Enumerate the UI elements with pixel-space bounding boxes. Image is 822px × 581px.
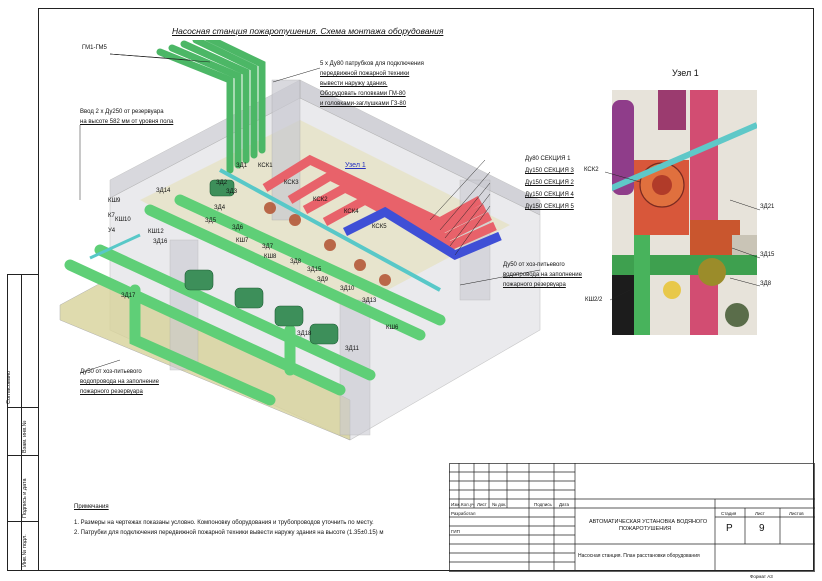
tb-stadia: Р [726,523,733,534]
format-label: Формат А3 [750,574,773,579]
valve-label: КШ10 [115,217,131,223]
tb-sheet-name: Насосная станция. План расстановки обору… [578,553,700,559]
tb-listov-label: Листов [789,511,804,516]
tb-col: Лист [477,502,487,507]
detail-label: ЗД21 [760,204,775,210]
callout-patrubki-2: передвижной пожарной техники [320,71,410,77]
callout-du50-left-1: Ду50 от хоз-питьевого [80,369,142,375]
callout-patrubki-4: Оборудовать головками ГМ-80 [320,91,406,97]
sidebar-inv: Инв.№ подл. [22,534,28,567]
valve-label: ЗД18 [297,331,312,337]
notes-heading: Примечания [74,504,109,510]
callout-du50-right-3: пожарного резервуара [503,282,566,288]
tb-col: Кол.уч [461,502,475,507]
valve-label: КСК2 [313,197,328,203]
tb-stadia-label: Стадия [721,511,737,516]
note-item: 2. Патрубки для подключения передвижной … [74,530,384,536]
isometric-pump-station [59,40,541,441]
valve-label: ЗД14 [156,188,171,194]
tb-col: № док. [492,502,507,507]
callout-section-1: Ду80 СЕКЦИЯ 1 [525,156,571,162]
detail-label: КСК2 [584,167,599,173]
valve-label: ЗД11 [345,346,359,352]
drawing-frame [38,8,814,571]
valve-label: КШ7 [236,238,249,244]
callout-vvod-2: на высоте 582 мм от уровня пола [80,119,174,125]
valve-label: КШ6 [386,325,399,331]
callout-du50-left-3: пожарного резервуара [80,389,143,395]
callout-patrubki-1: 5 х Ду80 патрубков для подключения [320,61,424,67]
valve-label: ЗД15 [307,267,322,273]
valve-label: ЗД2 [216,180,228,186]
valve-label: ЗД8 [290,259,302,265]
callout-node-1: Узел 1 [345,162,366,169]
valve-label: ЗД3 [226,189,238,195]
valve-label: ЗД1 [236,163,248,169]
title-block: Изм. Кол.уч Лист № док. Подпись Дата Раз… [449,463,815,572]
callout-vvod-1: Ввод 2 х Ду250 от резервуара [80,109,164,115]
callout-section-3: Ду150 СЕКЦИЯ 3 [525,168,574,174]
valve-label: ЗД9 [317,277,329,283]
valve-label: ЗД6 [232,225,244,231]
tb-razrab: Разработал [451,511,476,516]
tb-col: Дата [559,502,569,507]
callout-section-4: Ду150 СЕКЦИЯ 4 [525,192,574,198]
node-1-detail-view [612,90,757,335]
left-strip [7,274,38,571]
tb-col: Изм. [451,502,461,507]
valve-label: КШ9 [108,198,121,204]
note-item: 1. Размеры на чертежах показаны условно.… [74,520,374,526]
valve-label: КСК4 [344,209,359,215]
valve-label: КШ12 [148,229,164,235]
valve-label: У4 [108,228,116,234]
callout-section-2: Ду150 СЕКЦИЯ 2 [525,180,574,186]
tb-list: 9 [759,523,765,534]
callout-du50-left-2: водопровода на заполнение [80,379,159,385]
callout-gm: ГМ1-ГМ5 [82,45,107,51]
callout-du50-right-1: Ду50 от хоз-питьевого [503,262,565,268]
valve-label: КСК5 [372,224,387,230]
valve-label: ЗД10 [340,286,355,292]
callout-du50-right-2: водопровода на заполнение [503,272,582,278]
callout-patrubki-5: и головками-заглушками ГЗ-80 [320,101,407,107]
valve-label: ЗД7 [262,244,274,250]
valve-label: ЗД4 [214,205,226,211]
valve-label: КШ8 [264,254,277,260]
valve-label: КСК1 [258,163,273,169]
valve-label: ЗД13 [362,298,377,304]
sidebar-vzam: Взам. инв.№ [22,420,28,453]
detail-label: ЗД8 [760,281,772,287]
node-title: Узел 1 [672,68,699,78]
tb-col: Подпись [534,502,552,507]
callout-section-5: Ду150 СЕКЦИЯ 5 [525,204,574,210]
valve-label: ЗД16 [153,239,168,245]
valve-label: К7 [108,213,115,219]
sidebar-soglasovano: Согласовано [6,370,12,404]
detail-label: ЗД15 [760,252,775,258]
detail-label: КШ2/2 [585,297,603,303]
tb-gip: ГИП [451,529,460,534]
tb-project-1: АВТОМАТИЧЕСКАЯ УСТАНОВКА ВОДЯНОГО [589,519,708,525]
sidebar-podpis: Подпись и дата [22,478,28,518]
callout-patrubki-3: вывести наружу здания. [320,81,388,87]
valve-label: ЗД5 [205,218,217,224]
drawing-title: Насосная станция пожаротушения. Схема мо… [172,26,444,36]
tb-project-2: ПОЖАРОТУШЕНИЯ [619,526,672,532]
notes-section: Примечания 1. Размеры на чертежах показа… [74,504,383,540]
valve-label: КСК3 [284,180,299,186]
valve-label: ЗД17 [121,293,136,299]
detail-leaders [604,171,761,301]
tb-list-label: Лист [755,511,765,516]
